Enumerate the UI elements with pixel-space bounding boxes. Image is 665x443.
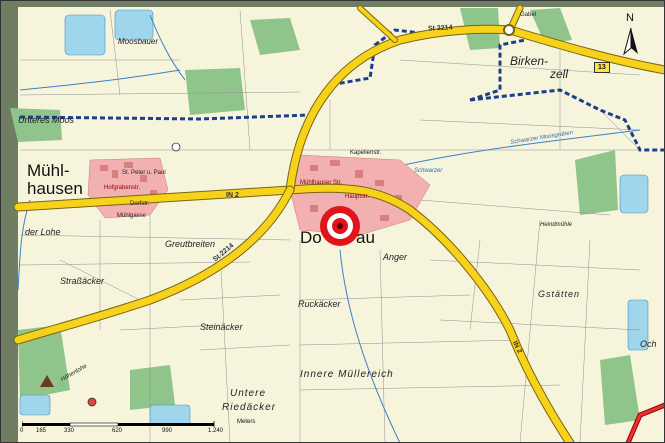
- scale-unit: Meters: [237, 419, 256, 425]
- streams: [17, 14, 641, 443]
- label-st-peter-paul: St. Peter u. Paul: [122, 170, 166, 176]
- roundabout: [503, 24, 515, 36]
- field-label-gstatten: Gstätten: [538, 289, 581, 299]
- field-label-strassacker: Straßäcker: [60, 276, 105, 286]
- field-label-greutbreiten: Greutbreiten: [165, 239, 216, 249]
- peak-icon: [40, 375, 54, 387]
- scale-tick-2: 330: [64, 428, 75, 434]
- field-label-ruckacker: Ruckäcker: [298, 299, 341, 309]
- field-label-moosbauer: Moosbauer: [118, 37, 159, 46]
- north-arrow-icon: [623, 27, 638, 56]
- road-label-st2214-north: St 2214: [427, 24, 453, 33]
- north-label: N: [626, 12, 634, 24]
- route-shield-13: 13: [594, 62, 610, 73]
- roads: [13, 4, 665, 443]
- scale-tick-1: 165: [36, 428, 47, 434]
- field-label-heindmuhle: Heindmühle: [540, 222, 573, 228]
- water-label-schwarzer: Schwarzer: [414, 168, 443, 174]
- admin-boundary: [19, 28, 665, 152]
- place-label-dornau-end: au: [356, 228, 375, 247]
- place-label-birken-2: zell: [550, 67, 569, 81]
- place-label-muhlhausen-1: Mühl-: [27, 161, 70, 180]
- label-muhlgasse: Mühlgasse: [117, 213, 147, 219]
- field-label-innere-mullereich: Innere Müllereich: [300, 369, 394, 380]
- label-kapellenstr: Kapellenstr.: [350, 150, 382, 156]
- landmark-icon: [171, 142, 181, 152]
- label-dorfstr: Dorfstr.: [130, 201, 150, 207]
- field-label-unteres-moos: Unteres Moos: [18, 115, 75, 125]
- road-label-in2-west: IN 2: [226, 192, 239, 199]
- place-label-dornau: Do: [300, 228, 322, 247]
- scale-bar: 0 165 330 620 990 1.240 Meters: [20, 419, 256, 443]
- scale-tick-4: 990: [162, 428, 173, 434]
- field-label-anger: Anger: [383, 252, 408, 262]
- scale-tick-3: 620: [112, 428, 123, 434]
- field-label-der-lohe: der Lohe: [25, 227, 61, 237]
- scale-tick-5: 1.240: [208, 428, 224, 434]
- scale-tick-0: 0: [20, 428, 24, 434]
- red-road: [625, 402, 665, 443]
- place-label-birken-1: Birken-: [510, 54, 549, 68]
- field-label-untere: Untere: [230, 388, 267, 399]
- field-label-gabel: Gabel: [520, 12, 537, 18]
- poi-icon: [87, 397, 97, 407]
- location-marker: [320, 206, 360, 246]
- field-label-riedacker: Riedäcker: [222, 402, 277, 413]
- field-label-och: Och: [640, 339, 657, 349]
- label-hofgrabenstr: Hofgrabenstr.: [104, 185, 141, 191]
- forest-areas: [10, 8, 640, 425]
- aerial-strip: [0, 0, 18, 443]
- label-muhlhauser-str: Mühlhauser Str.: [300, 180, 343, 186]
- field-label-steinacker: Steinäcker: [200, 322, 243, 332]
- place-label-muhlhausen-2: hausen: [27, 179, 83, 198]
- water-bodies: [19, 9, 649, 426]
- label-hauptstr: Hauptstr.: [345, 194, 370, 200]
